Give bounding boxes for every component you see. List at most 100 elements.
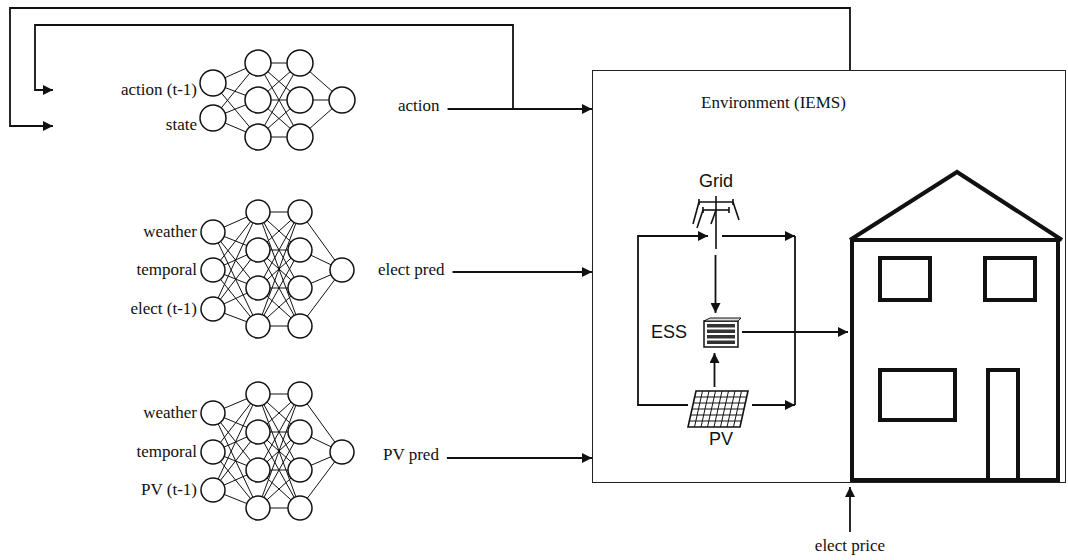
pole-line bbox=[698, 199, 700, 205]
io-label: weather bbox=[143, 222, 197, 242]
neuron bbox=[200, 70, 226, 96]
neuron bbox=[201, 258, 225, 282]
house-door bbox=[988, 370, 1018, 480]
ess-node: ESS bbox=[651, 315, 743, 351]
house-window bbox=[985, 258, 1035, 300]
neuron bbox=[201, 478, 225, 502]
net-link bbox=[258, 212, 300, 326]
io-label: PV pred bbox=[383, 445, 439, 465]
neuron bbox=[201, 440, 225, 464]
pole-line bbox=[699, 201, 733, 203]
pole-line bbox=[702, 207, 704, 213]
neuron bbox=[201, 401, 225, 425]
neural-nets bbox=[200, 50, 355, 520]
net-link bbox=[258, 394, 300, 508]
battery-cell bbox=[707, 341, 735, 345]
supply-wire bbox=[638, 236, 708, 405]
grid-pole-icon bbox=[691, 194, 741, 249]
neuron bbox=[201, 297, 225, 321]
feedback-line bbox=[35, 25, 513, 109]
net-link bbox=[258, 394, 300, 508]
output-arrow bbox=[453, 271, 592, 273]
pole-line bbox=[733, 202, 739, 220]
neuron bbox=[288, 238, 312, 262]
battery-cell bbox=[707, 335, 735, 339]
io-label: temporal bbox=[137, 442, 197, 462]
panel-grid bbox=[695, 397, 747, 398]
io-label: PV (t-1) bbox=[141, 480, 197, 500]
neuron bbox=[288, 382, 312, 406]
panel-grid bbox=[693, 403, 745, 404]
io-label: temporal bbox=[137, 260, 197, 280]
battery-icon bbox=[701, 317, 741, 349]
neuron bbox=[330, 258, 354, 282]
pole-line bbox=[711, 210, 716, 224]
battery-cell bbox=[707, 330, 735, 334]
panel-grid bbox=[692, 409, 744, 410]
house-drawing bbox=[850, 172, 1062, 480]
pv-node: PV bbox=[686, 389, 756, 455]
supply-wire bbox=[742, 331, 848, 333]
neuron bbox=[246, 458, 270, 482]
panel-grid bbox=[689, 421, 741, 422]
neuron bbox=[288, 496, 312, 520]
io-label: weather bbox=[143, 403, 197, 423]
bus-line bbox=[794, 236, 796, 405]
pole-line bbox=[715, 196, 717, 249]
neuron bbox=[329, 87, 355, 113]
node-label: ESS bbox=[651, 322, 687, 343]
node-label: PV bbox=[686, 429, 756, 450]
neuron bbox=[288, 420, 312, 444]
neural-net bbox=[201, 382, 354, 520]
neuron bbox=[246, 276, 270, 300]
neuron bbox=[288, 276, 312, 300]
neuron bbox=[245, 50, 271, 76]
input-label: elect price bbox=[815, 536, 885, 556]
panel-frame bbox=[688, 391, 748, 427]
io-label: state bbox=[166, 115, 197, 135]
neuron bbox=[287, 87, 313, 113]
neuron bbox=[330, 440, 354, 464]
pole-line bbox=[693, 202, 699, 224]
neuron bbox=[288, 200, 312, 224]
io-label: elect pred bbox=[378, 260, 445, 280]
node-label: Environment (IEMS) bbox=[701, 93, 846, 113]
pole-line bbox=[732, 199, 734, 205]
neuron bbox=[246, 382, 270, 406]
node-label: Grid bbox=[688, 171, 744, 192]
flow-arrow bbox=[714, 353, 716, 387]
feedback-line bbox=[10, 8, 850, 126]
net-link bbox=[258, 212, 300, 326]
flow-arrow bbox=[715, 255, 717, 313]
battery-body bbox=[704, 321, 738, 347]
neuron bbox=[246, 238, 270, 262]
neuron bbox=[246, 200, 270, 224]
panel-grid bbox=[691, 415, 743, 416]
io-label: action bbox=[398, 96, 440, 116]
battery-cell bbox=[707, 324, 735, 328]
neuron bbox=[287, 124, 313, 150]
house-wall bbox=[852, 240, 1058, 480]
supply-wire bbox=[722, 235, 795, 237]
neuron bbox=[288, 458, 312, 482]
io-label: elect (t-1) bbox=[130, 299, 197, 319]
neural-net bbox=[200, 50, 355, 150]
neuron bbox=[246, 420, 270, 444]
neuron bbox=[246, 496, 270, 520]
neural-net bbox=[201, 200, 354, 338]
wires bbox=[10, 8, 850, 532]
neuron bbox=[245, 124, 271, 150]
output-arrow bbox=[448, 108, 592, 110]
grid-node: Grid bbox=[688, 171, 744, 253]
battery-top bbox=[704, 318, 741, 321]
price-arrow bbox=[849, 487, 851, 532]
pole-line bbox=[697, 210, 703, 228]
neuron bbox=[288, 314, 312, 338]
neuron bbox=[201, 220, 225, 244]
house-window bbox=[880, 370, 955, 420]
supply-wire bbox=[752, 404, 795, 406]
house-roof bbox=[850, 172, 1062, 240]
io-label: action (t-1) bbox=[121, 80, 197, 100]
environment-box: Environment (IEMS) GridESS PV bbox=[592, 70, 1066, 483]
